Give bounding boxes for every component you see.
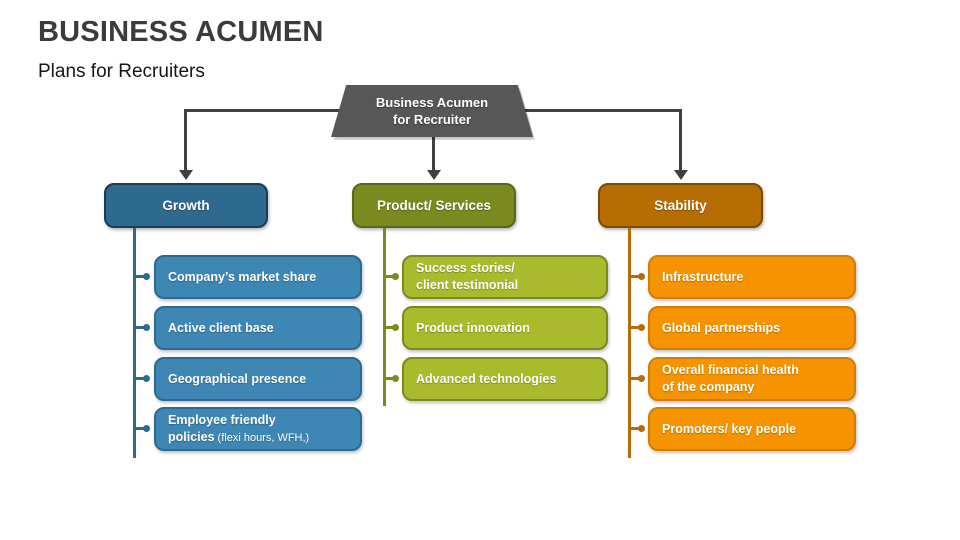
arrow-down-icon-left: [179, 170, 193, 180]
products-branch-3: [385, 377, 395, 380]
header-growth-label: Growth: [162, 198, 210, 213]
growth-item-1: Company’s market share: [154, 255, 362, 299]
products-item-2: Product innovation: [402, 306, 608, 350]
stability-item-1: Infrastructure: [648, 255, 856, 299]
products-item-1-label: Success stories/: [416, 260, 515, 275]
products-item-3-label: Advanced technologies: [416, 371, 557, 386]
stability-branch-1: [630, 275, 641, 278]
growth-connector-dot-1: [143, 273, 150, 280]
growth-item-4: Employee friendly policies(flexi hours, …: [154, 407, 362, 451]
stability-item-4: Promoters/ key people: [648, 407, 856, 451]
products-connector-dot-2: [392, 324, 399, 331]
growth-item-2-label: Active client base: [168, 320, 274, 335]
growth-item-2: Active client base: [154, 306, 362, 350]
stability-item-2: Global partnerships: [648, 306, 856, 350]
root-node-label-line2: for Recruiter: [392, 112, 472, 127]
stability-branch-2: [630, 326, 641, 329]
growth-item-3: Geographical presence: [154, 357, 362, 401]
page-subtitle: Plans for Recruiters: [38, 61, 205, 82]
stability-stem-line: [628, 228, 631, 458]
stability-connector-dot-3: [638, 375, 645, 382]
stability-branch-3: [630, 377, 641, 380]
connector-vertical-center: [432, 132, 435, 171]
arrow-down-icon-center: [427, 170, 441, 180]
header-stability-label: Stability: [654, 198, 707, 213]
stability-item-3-label: Overall financial health: [662, 362, 799, 377]
growth-item-4-label: Employee friendly: [168, 412, 276, 427]
growth-connector-dot-2: [143, 324, 150, 331]
growth-connector-dot-3: [143, 375, 150, 382]
growth-stem-line: [133, 228, 136, 458]
stability-connector-dot-4: [638, 425, 645, 432]
growth-item-3-label: Geographical presence: [168, 371, 307, 386]
connector-vertical-right: [679, 109, 682, 171]
growth-branch-2: [135, 326, 146, 329]
products-connector-dot-3: [392, 375, 399, 382]
stability-item-3: Overall financial health of the company: [648, 357, 856, 401]
header-product-services: Product/ Services: [352, 183, 516, 228]
growth-branch-4: [135, 427, 146, 430]
products-branch-1: [385, 275, 395, 278]
stability-connector-dot-2: [638, 324, 645, 331]
products-item-1: Success stories/ client testimonial: [402, 255, 608, 299]
page-title: BUSINESS ACUMEN: [38, 16, 324, 48]
growth-branch-3: [135, 377, 146, 380]
growth-connector-dot-4: [143, 425, 150, 432]
header-product-services-label: Product/ Services: [376, 198, 492, 213]
products-branch-2: [385, 326, 395, 329]
stability-item-2-label: Global partnerships: [662, 320, 781, 335]
root-node: Business Acumen for Recruiter: [331, 85, 533, 137]
arrow-down-icon-right: [674, 170, 688, 180]
stability-branch-4: [630, 427, 641, 430]
stability-connector-dot-1: [638, 273, 645, 280]
products-stem-line: [383, 228, 386, 406]
products-item-3: Advanced technologies: [402, 357, 608, 401]
root-node-label-line1: Business Acumen: [375, 95, 489, 110]
connector-vertical-left: [184, 109, 187, 171]
growth-branch-1: [135, 275, 146, 278]
stability-item-1-label: Infrastructure: [662, 269, 744, 284]
stability-item-4-label: Promoters/ key people: [662, 421, 797, 436]
growth-item-1-label: Company’s market share: [168, 269, 317, 284]
header-stability: Stability: [598, 183, 763, 228]
header-growth: Growth: [104, 183, 268, 228]
products-connector-dot-1: [392, 273, 399, 280]
products-item-2-label: Product innovation: [416, 320, 530, 335]
